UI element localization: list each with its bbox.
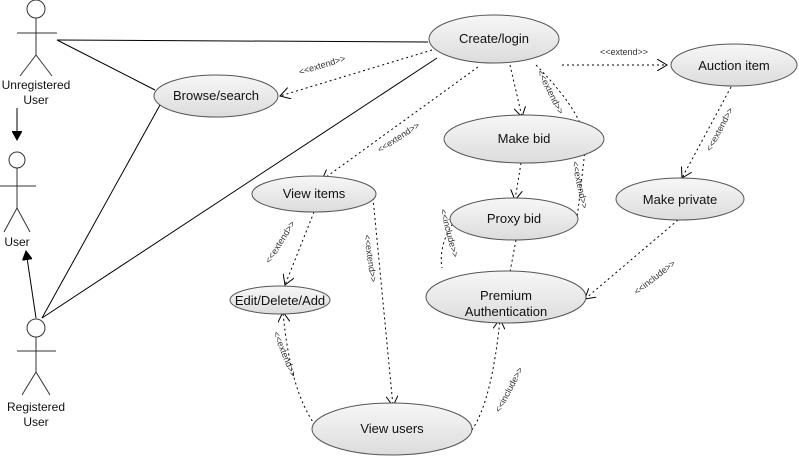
actor-leg-right [35, 371, 51, 396]
label-extend-proxybid: <<extend>> [570, 160, 590, 209]
actor-label-line2: User [23, 93, 48, 107]
actor-head [8, 151, 26, 169]
use-case-edit-delete-add[interactable]: Edit/Delete/Add [229, 285, 331, 315]
dep-viewitems-viewusers [372, 197, 393, 406]
actor-label-line1: Registered [7, 400, 65, 414]
use-case-create-login[interactable]: Create/login [428, 14, 560, 64]
label-extend-auction: <<extend>> [600, 47, 648, 57]
label-extend-viewitems: <<extend>> [376, 120, 422, 155]
label-extend-makeprivate: <<extend>> [704, 106, 735, 153]
dep-viewusers-premium [471, 319, 500, 431]
actor-leg-right [16, 207, 31, 233]
use-case-make-bid[interactable]: Make bid [443, 114, 605, 164]
actor-leg-right [35, 54, 53, 77]
use-case-label: Proxy bid [487, 211, 541, 226]
dep-makeprivate-premium [585, 219, 679, 299]
use-case-proxy-bid[interactable]: Proxy bid [449, 197, 579, 241]
label-extend-viewusers: <<extend>> [362, 234, 379, 283]
use-case-auction-item[interactable]: Auction item [670, 43, 798, 87]
use-case-view-items[interactable]: View items [251, 175, 377, 213]
use-case-label: Auction item [698, 58, 770, 73]
use-case-label: View items [283, 186, 346, 201]
actor-links [17, 108, 37, 319]
actor-head [26, 318, 46, 338]
label-include-viewusers: <<include>> [493, 365, 525, 413]
dep-makebid-proxybid [515, 162, 521, 200]
actor-user[interactable]: User [0, 151, 36, 249]
dep-viewitems-edit [285, 211, 315, 285]
use-case-label: Browse/search [173, 88, 259, 103]
actor-label: User [4, 235, 29, 249]
dep-create-viewitems [322, 66, 479, 180]
dependencies [280, 49, 732, 431]
use-case-browse-search[interactable]: Browse/search [153, 74, 279, 118]
label-extend-makebid: <<extend>> [535, 68, 566, 115]
label-extend-edit: <<extend>> [263, 219, 297, 265]
associations [41, 39, 438, 319]
actor-leg-left [21, 371, 37, 396]
use-case-label-line2: Authentication [465, 304, 547, 319]
actor-leg-left [3, 207, 18, 233]
link-registered-to-user [26, 251, 37, 319]
actor-leg-left [19, 54, 37, 77]
use-case-view-users[interactable]: View users [311, 402, 473, 456]
use-case-premium-authentication[interactable]: Premium Authentication [425, 270, 587, 324]
dep-create-browse [280, 49, 433, 96]
dep-viewusers-edit [283, 312, 316, 426]
use-case-label: View users [360, 421, 424, 436]
use-case-label-line1: Premium [480, 288, 532, 303]
use-case-label: Edit/Delete/Add [235, 293, 325, 308]
assoc-unregistered-browse-search [56, 39, 156, 91]
dep-proxybid-premium [509, 239, 517, 273]
actor-unregistered-user[interactable]: Unregistered User [2, 0, 71, 107]
use-case-label: Make bid [498, 131, 551, 146]
assoc-registered-browse-search [41, 104, 161, 319]
use-case-label: Create/login [459, 31, 529, 46]
label-extend-viewusers-edit: <<extend>> [271, 330, 298, 378]
assoc-registered-create-login [41, 57, 438, 319]
actor-head [26, 0, 46, 19]
actor-registered-user[interactable]: Registered User [7, 318, 65, 429]
actor-label-line1: Unregistered [2, 78, 71, 92]
use-case-make-private[interactable]: Make private [615, 177, 745, 221]
dep-create-makebid [509, 64, 522, 117]
label-extend-browse: <<extend>> [298, 53, 347, 77]
use-case-label: Make private [643, 192, 717, 207]
label-include-makeprivate: <<include>> [632, 258, 677, 296]
dep-auction-makeprivate [682, 86, 732, 178]
assoc-unregistered-create-login [56, 39, 429, 43]
actor-label-line2: User [23, 415, 48, 429]
